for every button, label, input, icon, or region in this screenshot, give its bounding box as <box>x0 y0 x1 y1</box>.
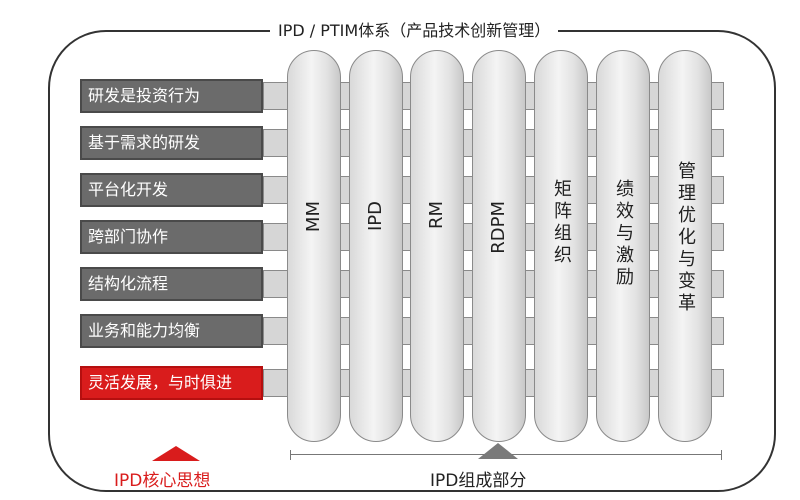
core-idea-label: 结构化流程 <box>80 267 263 301</box>
pillar-label: RDPM <box>488 201 509 254</box>
pillar-rdpm: RDPM <box>472 50 526 442</box>
core-idea-label: 跨部门协作 <box>80 220 263 254</box>
pillar-management: 管理优化与变革 <box>658 50 712 442</box>
pillar-mm: MM <box>287 50 341 442</box>
bracket-tick <box>721 450 722 460</box>
core-idea-label: 研发是投资行为 <box>80 79 263 113</box>
components-triangle-marker <box>478 443 518 459</box>
diagram-title: IPD / PTIM体系（产品技术创新管理） <box>270 18 559 44</box>
pillar-ipd: IPD <box>349 50 403 442</box>
bracket-tick <box>290 450 291 460</box>
core-idea-label: 灵活发展，与时俱进 <box>80 366 263 400</box>
core-idea-label: 业务和能力均衡 <box>80 314 263 348</box>
pillar-label: 矩阵组织 <box>551 179 572 267</box>
pillar-label: MM <box>303 201 324 233</box>
pillar-matrix-org: 矩阵组织 <box>534 50 588 442</box>
pillar-label: 管理优化与变革 <box>675 161 696 315</box>
core-ideas-label: IPD核心思想 <box>114 471 211 491</box>
pillar-label: IPD <box>365 201 386 232</box>
core-triangle-marker <box>152 446 200 461</box>
core-idea-label: 平台化开发 <box>80 173 263 207</box>
pillar-performance: 绩效与激励 <box>596 50 650 442</box>
pillar-label: 绩效与激励 <box>613 179 634 289</box>
pillar-rm: RM <box>410 50 464 442</box>
components-label: IPD组成部分 <box>430 471 527 491</box>
pillar-label: RM <box>426 201 447 230</box>
core-idea-label: 基于需求的研发 <box>80 126 263 160</box>
